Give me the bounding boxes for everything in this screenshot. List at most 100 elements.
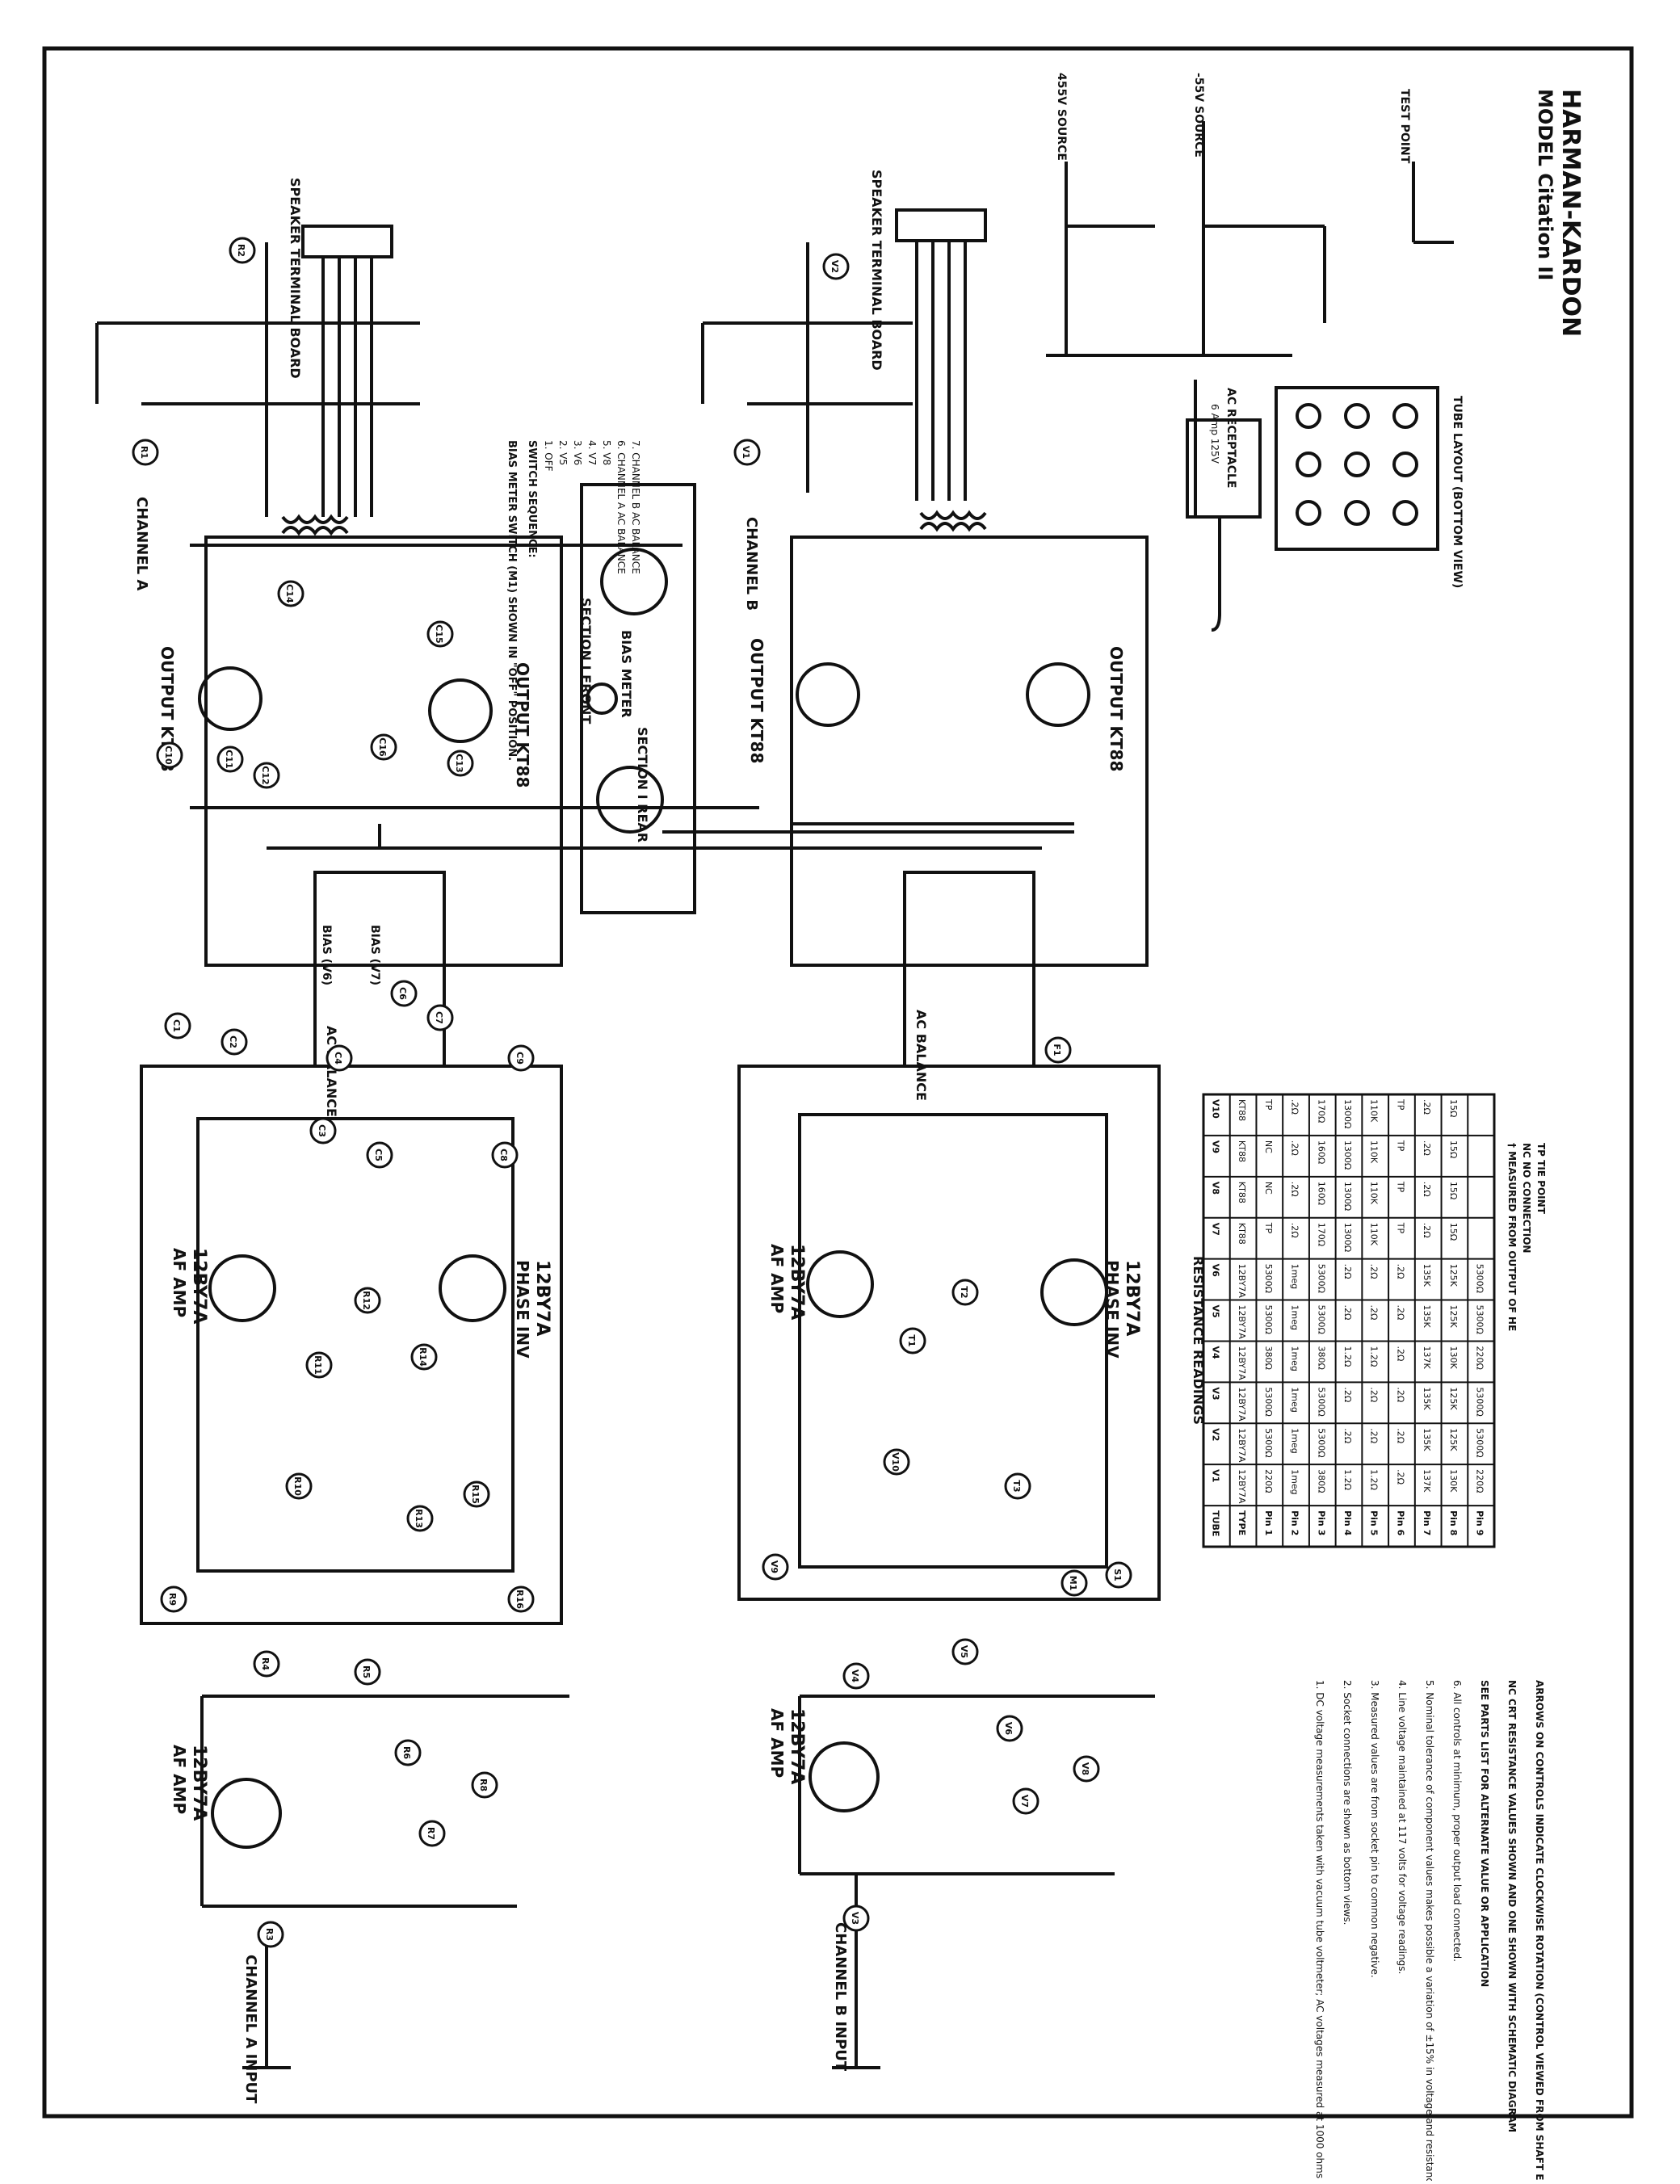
svg-text:C6: C6 [397, 987, 408, 1000]
table-cell: .2Ω [1395, 1346, 1405, 1361]
table-cell: TP [1263, 1222, 1274, 1234]
svg-text:R8: R8 [478, 1779, 489, 1791]
channel-b-v3-tube: 12BY7A [1122, 1260, 1142, 1336]
svg-text:C7: C7 [434, 1011, 444, 1024]
schematic-note: NC CRT RESISTANCE VALUES SHOWN AND ONE S… [1506, 1680, 1518, 2132]
table-cell: 1.2Ω [1342, 1346, 1353, 1367]
table-cell: 130K [1448, 1346, 1459, 1369]
svg-text:C16: C16 [377, 737, 388, 757]
svg-text:M1: M1 [1068, 1576, 1078, 1591]
table-cell: TP [1395, 1181, 1405, 1193]
svg-text:C1: C1 [171, 1019, 182, 1032]
channel-a-v3-role: PHASE INV [513, 1260, 532, 1359]
table-cell: 15Ω [1448, 1140, 1459, 1158]
table-cell: .2Ω [1395, 1428, 1405, 1443]
bias-switch-item: 1. OFF [543, 440, 554, 472]
section-rear-label: SECTION I REAR [635, 727, 650, 842]
component-marker: R2 [229, 237, 256, 264]
schematic-note: 5. Nominal tolerance of component values… [1424, 1680, 1435, 2181]
table-cell: 5300Ω [1263, 1387, 1274, 1416]
svg-text:R13: R13 [414, 1509, 424, 1528]
channel-b-v1-role: AF AMP [767, 1708, 787, 1778]
table-cell: 160Ω [1316, 1182, 1326, 1205]
component-marker: V6 [996, 1715, 1023, 1742]
table-cell: 5300Ω [1316, 1428, 1326, 1457]
table-footnote: NC NO CONNECTION [1521, 1143, 1532, 1253]
svg-text:R2: R2 [236, 244, 246, 257]
component-marker: T1 [899, 1327, 926, 1354]
table-header-cell: Pin 4 [1342, 1510, 1353, 1535]
svg-text:R10: R10 [292, 1476, 303, 1496]
svg-text:V6: V6 [1003, 1722, 1014, 1736]
schematic-note: 2. Socket connections are shown as botto… [1342, 1680, 1353, 1925]
channel-a-v3-tube: 12BY7A [532, 1260, 552, 1336]
table-header-cell: TYPE [1237, 1510, 1247, 1535]
component-marker: C8 [491, 1141, 519, 1169]
svg-text:C14: C14 [284, 584, 295, 603]
table-cell: 380Ω [1316, 1346, 1326, 1369]
table-cell: 12BY7A [1237, 1387, 1247, 1422]
table-cell: 5300Ω [1263, 1305, 1274, 1334]
component-marker: C9 [507, 1044, 535, 1072]
table-cell: V3 [1210, 1387, 1220, 1400]
svg-text:R7: R7 [426, 1827, 436, 1840]
svg-text:V7: V7 [1019, 1795, 1030, 1808]
table-cell: 135K [1422, 1387, 1432, 1410]
table-cell: 110K [1369, 1223, 1380, 1246]
svg-text:C13: C13 [454, 754, 464, 772]
svg-text:R5: R5 [361, 1665, 372, 1678]
table-cell: 130K [1448, 1469, 1459, 1493]
table-cell: 1meg [1290, 1428, 1300, 1453]
table-cell: V5 [1210, 1305, 1220, 1318]
channel-b-v3-role: PHASE INV [1102, 1260, 1122, 1359]
table-cell: 110K [1369, 1099, 1380, 1123]
svg-text:R15: R15 [470, 1485, 481, 1504]
svg-text:C3: C3 [317, 1124, 327, 1137]
table-cell: 1300Ω [1342, 1223, 1353, 1252]
table-cell: .2Ω [1395, 1305, 1405, 1321]
table-cell: .2Ω [1422, 1140, 1432, 1156]
channel-a-out2: OUTPUT KT88 [513, 662, 532, 788]
table-cell: NC [1263, 1182, 1274, 1195]
bias-switch-item: 6. CHANNEL A AC BALANCE [615, 440, 627, 574]
table-cell: 170Ω [1316, 1099, 1326, 1123]
component-marker: C5 [366, 1141, 393, 1169]
component-marker: M1 [1060, 1569, 1088, 1597]
table-cell: TP [1395, 1222, 1405, 1234]
svg-text:S1: S1 [1112, 1569, 1123, 1581]
table-cell: 220Ω [1475, 1346, 1485, 1369]
table-cell: 5300Ω [1475, 1305, 1485, 1334]
table-cell: V9 [1210, 1140, 1220, 1153]
title-brand: HARMAN-KARDON [1556, 89, 1585, 337]
table-cell: 1.2Ω [1369, 1346, 1380, 1367]
svg-text:C11: C11 [224, 750, 234, 768]
component-marker: C6 [390, 980, 418, 1007]
table-cell: .2Ω [1290, 1182, 1300, 1197]
table-footnote: TP TIE POINT [1535, 1143, 1547, 1215]
channel-a-v2-role: AF AMP [170, 1248, 189, 1317]
table-cell: .2Ω [1395, 1469, 1405, 1485]
component-marker: C7 [426, 1004, 454, 1031]
component-marker: T3 [1004, 1472, 1031, 1500]
bias-switch-item: 2. V5 [557, 440, 569, 465]
svg-text:F1: F1 [1052, 1044, 1062, 1056]
table-cell: 1300Ω [1342, 1099, 1353, 1128]
table-cell: 1meg [1290, 1264, 1300, 1289]
table-header-cell: Pin 5 [1369, 1510, 1380, 1535]
component-marker: C3 [309, 1117, 337, 1144]
table-header-cell: Pin 1 [1263, 1510, 1274, 1535]
table-cell: 15Ω [1448, 1099, 1459, 1117]
resistance-table-caption: RESISTANCE READINGS [1191, 1256, 1206, 1425]
svg-text:R12: R12 [361, 1291, 372, 1310]
table-cell: .2Ω [1422, 1182, 1432, 1197]
table-cell: 110K [1369, 1182, 1380, 1205]
channel-a-v1-tube: 12BY7A [189, 1745, 209, 1821]
component-marker: R12 [354, 1287, 381, 1314]
table-cell: 12BY7A [1237, 1346, 1247, 1380]
table-cell: 5300Ω [1263, 1428, 1274, 1457]
component-marker: R11 [305, 1351, 333, 1379]
component-marker: C4 [326, 1044, 353, 1072]
ac-balance-b: AC BALANCE [914, 1010, 929, 1101]
component-marker: V1 [733, 439, 761, 466]
channel-b-circuit [701, 208, 1161, 2069]
